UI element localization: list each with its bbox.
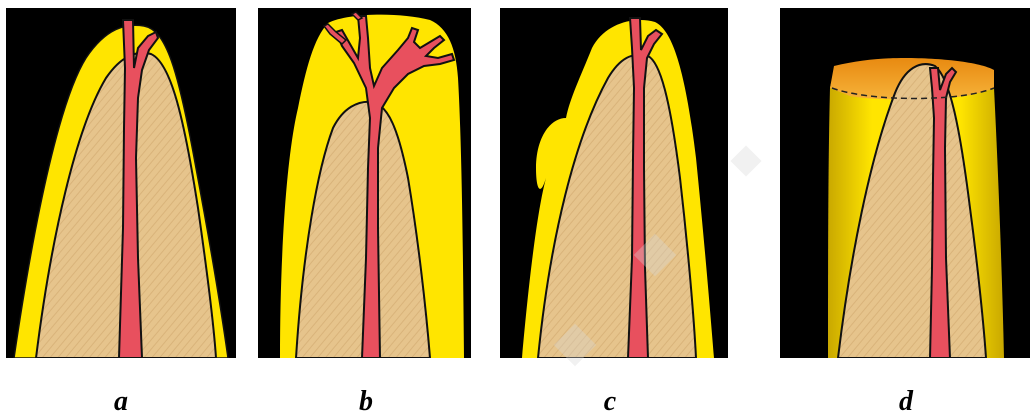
panel-label-b: b [336, 386, 396, 418]
tooth-diagram-c [500, 8, 728, 358]
tooth-diagram-d [780, 8, 1030, 358]
panel-b [258, 8, 471, 358]
tooth-diagram-a [6, 8, 236, 358]
panel-d [780, 8, 1030, 358]
panel-c [500, 8, 728, 358]
tooth-diagram-b [258, 8, 471, 358]
panel-label-d: d [876, 386, 936, 418]
panel-label-a: a [91, 386, 151, 418]
panel-label-c: c [580, 386, 640, 418]
panel-a [6, 8, 236, 358]
